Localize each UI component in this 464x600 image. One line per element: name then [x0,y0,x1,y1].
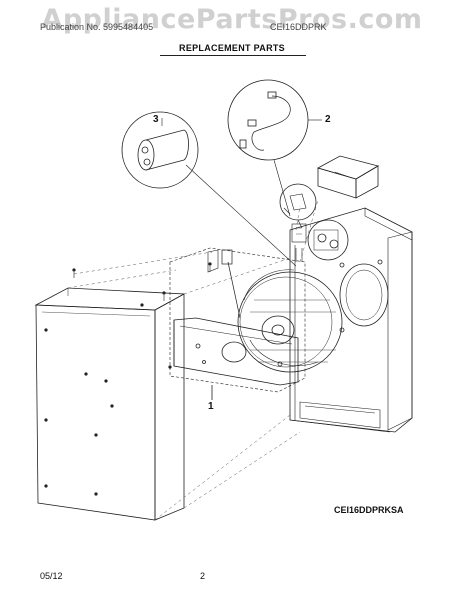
rear-housing [289,207,413,433]
alignment-lines [67,199,319,521]
model-code-label: CEI16DDPRKSA [334,505,404,515]
page-title: REPLACEMENT PARTS [179,43,285,53]
switch-callout [279,183,317,229]
relay-detail [291,223,307,262]
harness-callout [227,79,322,217]
callout-1-number: 1 [208,401,214,412]
mounting-plate [173,317,299,386]
callout-2-number: 2 [325,114,331,125]
fasteners [44,262,212,496]
thermostat-callout [307,219,349,261]
blower-assembly [207,249,343,373]
front-panel [34,287,186,521]
watermark-text: AppliancePartsPros.com [41,4,423,35]
callout-3-number: 3 [153,114,159,125]
footer-page-number: 2 [200,571,206,581]
footer-date: 05/12 [40,571,63,581]
capacitor-callout [121,111,297,267]
assembly-outline [169,247,306,393]
publication-number: Publication No. 5995484405 [40,22,154,32]
model-number-header: CEI16DDPRK [270,22,327,32]
title-underline [160,55,306,56]
screw-shanks [73,266,211,301]
top-bracket [316,155,380,199]
